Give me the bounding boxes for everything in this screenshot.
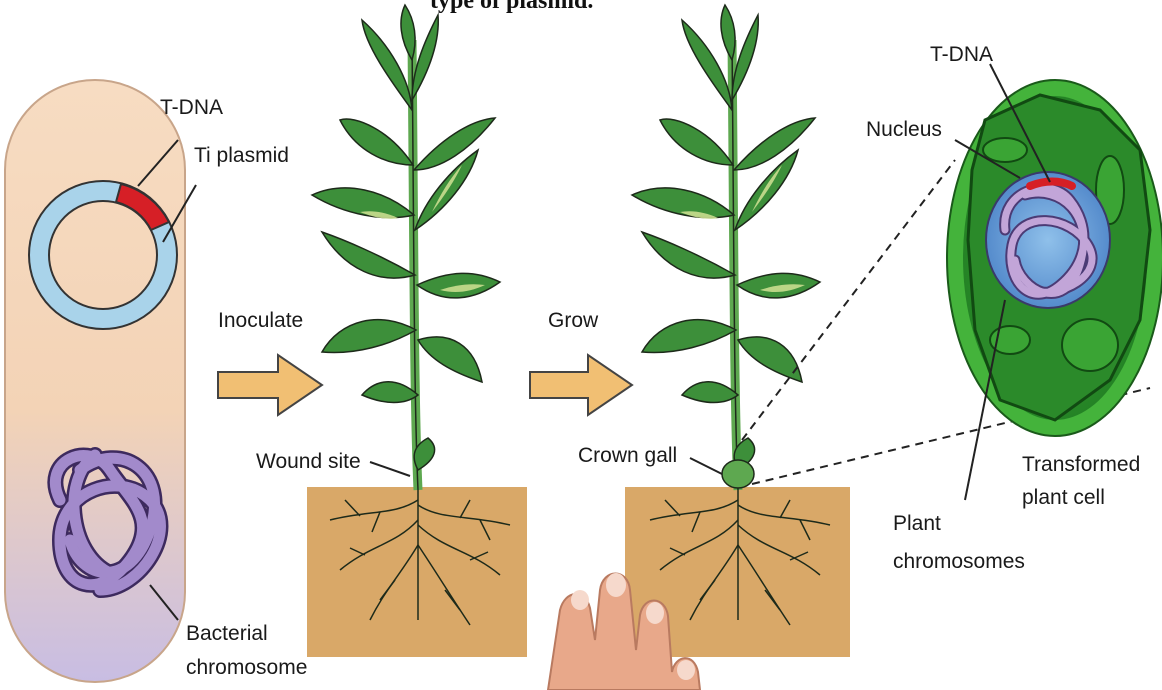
title: type of plasmid.	[430, 0, 593, 15]
plant-cell	[947, 80, 1162, 436]
leaves	[312, 5, 500, 470]
label-transformed-plant-cell-line1: Transformed	[1022, 453, 1140, 476]
label-nucleus: Nucleus	[866, 118, 942, 141]
label-wound-site: Wound site	[256, 450, 361, 473]
label-t-dna-bacterium: T-DNA	[160, 96, 223, 119]
nucleus	[986, 172, 1110, 308]
label-inoculate: Inoculate	[218, 309, 303, 332]
label-t-dna-cell: T-DNA	[930, 43, 993, 66]
leaves	[632, 5, 820, 470]
crown-gall-swelling	[722, 460, 754, 488]
label-transformed-plant-cell-line2: plant cell	[1022, 486, 1105, 509]
label-ti-plasmid: Ti plasmid	[194, 144, 289, 167]
label-grow: Grow	[548, 309, 598, 332]
label-plant-chromosomes-line2: chromosomes	[893, 550, 1025, 573]
arrow-right	[530, 355, 632, 415]
label-plant-chromosomes-line1: Plant	[893, 512, 941, 535]
integrated-t-dna	[1030, 182, 1072, 187]
label-bacterial-chromosome-line1: Bacterial	[186, 622, 268, 645]
label-bacterial-chromosome-line2: chromosome	[186, 656, 307, 679]
label-crown-gall: Crown gall	[578, 444, 677, 467]
arrow-right	[218, 355, 322, 415]
soil-block	[307, 487, 527, 657]
